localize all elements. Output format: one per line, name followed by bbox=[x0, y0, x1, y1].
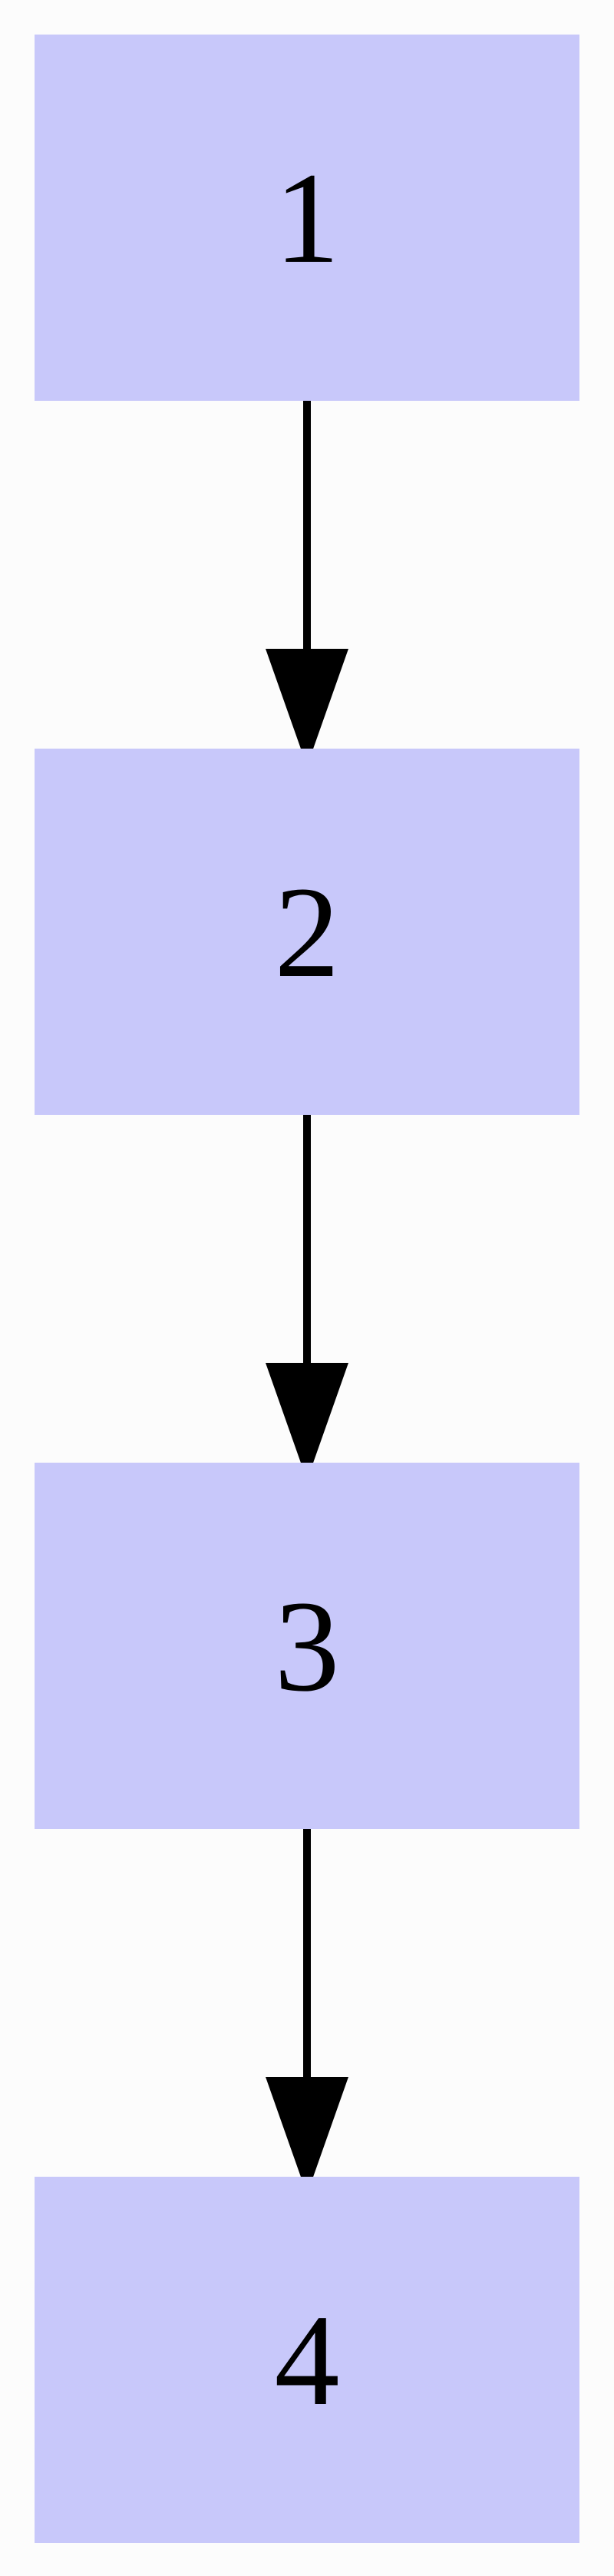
edge-1-to-2 bbox=[266, 401, 348, 766]
node-2-label: 2 bbox=[275, 860, 340, 1004]
node-1-label: 1 bbox=[275, 146, 340, 290]
node-3: 3 bbox=[35, 1463, 579, 1829]
edge-2-to-3-arrowhead bbox=[266, 1363, 348, 1480]
node-4-label: 4 bbox=[275, 2288, 340, 2432]
node-4-box bbox=[35, 2177, 579, 2543]
edge-3-to-4-arrowhead bbox=[266, 2077, 348, 2194]
node-1: 1 bbox=[35, 35, 579, 401]
edge-2-to-3 bbox=[266, 1115, 348, 1480]
node-2: 2 bbox=[35, 749, 579, 1115]
node-2-box bbox=[35, 749, 579, 1115]
edge-3-to-4 bbox=[266, 1829, 348, 2194]
edge-1-to-2-arrowhead bbox=[266, 649, 348, 766]
node-4: 4 bbox=[35, 2177, 579, 2543]
node-3-box bbox=[35, 1463, 579, 1829]
node-3-label: 3 bbox=[275, 1574, 340, 1718]
node-1-box bbox=[35, 35, 579, 401]
